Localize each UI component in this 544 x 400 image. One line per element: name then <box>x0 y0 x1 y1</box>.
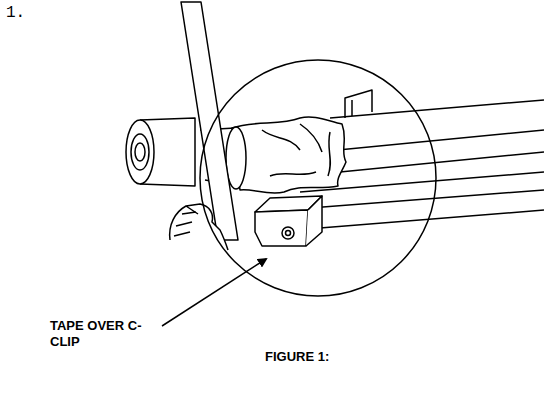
leader-line <box>162 259 266 326</box>
housing-rail <box>310 190 544 208</box>
housing-rail <box>338 130 544 150</box>
housing-rail <box>340 152 544 172</box>
figure-caption: FIGURE 1: <box>265 349 329 364</box>
bearing-ring <box>131 134 149 170</box>
detail-circle <box>200 60 436 296</box>
clip-bracket <box>306 196 322 246</box>
callout-label: TAPE OVER C-CLIP <box>50 318 142 350</box>
pry-bar <box>181 2 238 240</box>
bearing-ring <box>135 143 145 161</box>
housing-tab <box>345 90 372 118</box>
bearing-end <box>126 120 154 184</box>
step-number: 1. <box>6 4 25 22</box>
housing-rail <box>320 210 544 228</box>
housing-tab <box>351 100 353 116</box>
clip-screw <box>286 231 291 236</box>
clip-bracket <box>255 210 308 246</box>
tape-wrinkle <box>262 124 330 176</box>
clip-screw <box>282 227 294 239</box>
tape-wrap <box>232 117 346 193</box>
housing-rail <box>330 100 544 118</box>
